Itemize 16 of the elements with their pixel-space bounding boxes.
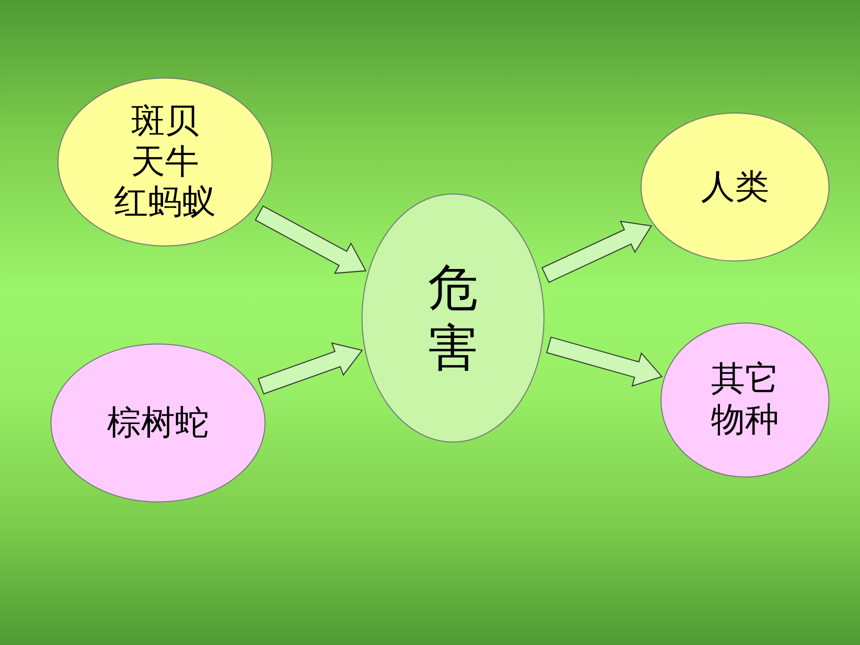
oval-node <box>640 112 830 262</box>
oval-node <box>361 193 545 443</box>
oval-node <box>57 77 273 247</box>
block-arrow <box>254 205 367 274</box>
block-arrow <box>258 342 363 395</box>
block-arrow <box>546 336 663 387</box>
node-label: 红蚂蚁 <box>113 182 217 224</box>
node-label: 棕树蛇 <box>106 402 210 444</box>
node-label: 危害 <box>427 258 479 378</box>
oval-node <box>660 322 830 478</box>
node-label: 其它物种 <box>710 359 780 441</box>
oval-node <box>50 343 266 503</box>
block-arrow <box>541 220 652 283</box>
node-label: 人类 <box>700 166 770 208</box>
node-label: 斑贝 <box>130 100 200 142</box>
node-label: 天牛 <box>130 142 200 182</box>
